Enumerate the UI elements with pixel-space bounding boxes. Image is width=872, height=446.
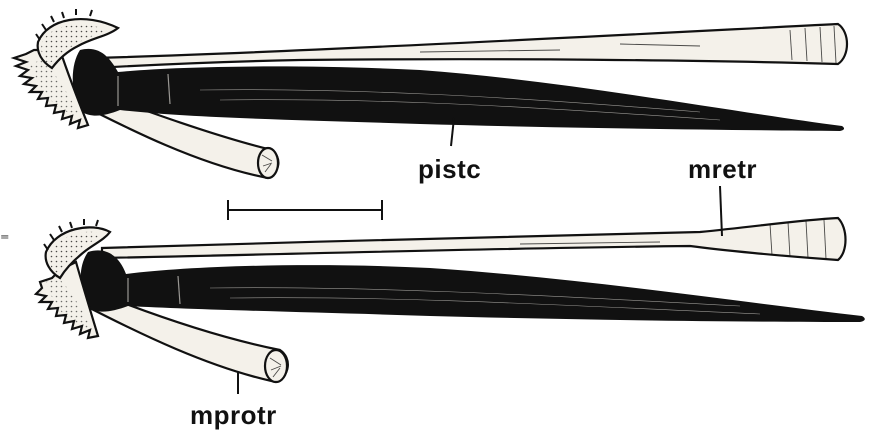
protractor-cut-end-bottom xyxy=(263,348,289,384)
piston-sac-bottom xyxy=(80,250,865,322)
retractor-muscle-top xyxy=(93,22,849,70)
protractor-cut-end-top xyxy=(256,146,280,180)
pistc-leader-line xyxy=(450,117,455,147)
retractor-hatching-top xyxy=(419,25,837,64)
label-mprotr: mprotr xyxy=(190,400,277,430)
edge-mark: ⁼ xyxy=(0,230,10,250)
retractor-muscle-bottom xyxy=(100,216,847,262)
label-mretr: mretr xyxy=(688,154,757,184)
mretr-leader-line xyxy=(719,185,723,237)
toothed-plate-dots-top xyxy=(30,60,80,115)
scale-bar xyxy=(227,200,383,220)
specimen-bottom xyxy=(33,185,865,394)
piston-sac-top xyxy=(72,48,845,132)
specimen-top xyxy=(10,9,849,180)
label-pistc: pistc xyxy=(418,154,481,184)
